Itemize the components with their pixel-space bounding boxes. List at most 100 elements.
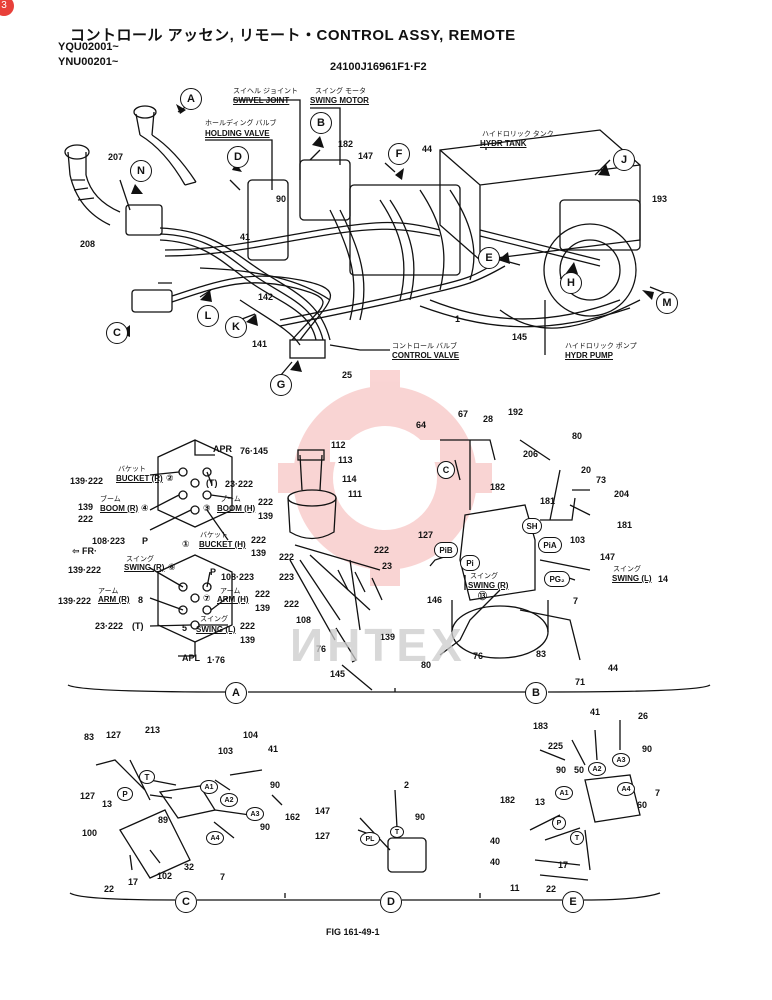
part-41: 41 <box>240 232 251 242</box>
arm-r-ref: 139·222 <box>58 596 92 606</box>
swing-motor <box>299 159 351 221</box>
view-marker-l[interactable]: L <box>197 305 219 327</box>
view-a-caption: A <box>225 682 247 704</box>
part-c-17: 17 <box>128 877 139 887</box>
port-e-a1: A1 <box>555 786 573 800</box>
view-marker-b[interactable]: B <box>310 112 332 134</box>
part-145: 145 <box>512 332 528 342</box>
part-b-64: 64 <box>416 420 427 430</box>
part-b-71: 71 <box>575 677 586 687</box>
page-title: コントロール アッセン, リモート・CONTROL ASSY, REMOTE <box>70 27 516 44</box>
boom-r-ref-1: 139 <box>78 502 94 512</box>
hydr-pump <box>543 223 637 317</box>
view-marker-n[interactable]: N <box>130 160 152 182</box>
view-marker-h[interactable]: H <box>560 272 582 294</box>
part-b-127: 127 <box>418 530 434 540</box>
port-pg2: PG₂ <box>544 571 570 587</box>
part-c-7: 7 <box>220 872 226 882</box>
p-port-upper: P <box>142 536 149 546</box>
port-e-p: P <box>552 816 566 830</box>
port-c-p: P <box>117 787 133 801</box>
bucket-h-jp: バケット <box>200 532 228 539</box>
port-c-a4: A4 <box>206 831 224 845</box>
boom-h-label: BOOM (H) <box>217 504 256 513</box>
part-c-213: 213 <box>145 725 161 735</box>
boom-r-ref-2: 222 <box>78 514 94 524</box>
part-e-225: 225 <box>548 741 564 751</box>
port-d-pl: PL <box>360 832 380 846</box>
part-182: 182 <box>338 139 354 149</box>
arm-h-jp: アーム <box>220 588 241 595</box>
port-e-a4: A4 <box>617 782 635 796</box>
part-b-146: 146 <box>427 595 443 605</box>
part-a-222-left: 222 <box>279 552 295 562</box>
arm-h-ref-1: 222 <box>255 589 271 599</box>
part-e-182: 182 <box>500 795 516 805</box>
port-d-t: T <box>390 826 404 838</box>
port-plate-lower <box>157 554 233 643</box>
port-c-a3: A3 <box>246 807 264 821</box>
port-pia: PiA <box>538 537 562 553</box>
view-marker-g[interactable]: G <box>270 374 292 396</box>
t-port-upper-ref: 23·222 <box>225 479 254 489</box>
part-b-206: 206 <box>523 449 539 459</box>
bucket-r-ref: 139·222 <box>70 476 104 486</box>
part-c-22: 22 <box>104 884 115 894</box>
part-number: 24100J16961F1·F2 <box>330 61 427 73</box>
part-147: 147 <box>358 151 374 161</box>
swing-l-b-label: SWING (L) <box>612 574 652 583</box>
hydr-pump-label: HYDR PUMP <box>565 351 614 360</box>
view-e-caption: E <box>562 891 584 913</box>
part-b-83: 83 <box>536 649 547 659</box>
watermark-text: ИНТЕХ <box>290 619 466 671</box>
valve-block-c <box>131 289 173 313</box>
view-b-caption: B <box>525 682 547 704</box>
front-direction: ⇦ FR· <box>72 546 98 556</box>
part-b-20: 20 <box>581 465 592 475</box>
view-marker-a[interactable]: A <box>180 88 202 110</box>
part-b-28: 28 <box>483 414 494 424</box>
port-c-t: T <box>139 770 155 784</box>
boom-r-label: BOOM (R) <box>100 504 139 513</box>
view-marker-k[interactable]: K <box>225 316 247 338</box>
view-marker-c[interactable]: C <box>106 322 128 344</box>
part-b-204: 204 <box>614 489 630 499</box>
arm-r-label: ARM (R) <box>98 595 130 604</box>
part-c-104: 104 <box>243 730 259 740</box>
part-b-181-left: 181 <box>540 496 556 506</box>
swivel-joint <box>247 179 289 261</box>
view-b-c-marker: C <box>437 461 455 479</box>
view-marker-f[interactable]: F <box>388 143 410 165</box>
bucket-r-label: BUCKET (R) <box>116 474 163 483</box>
t-port-upper: (T) <box>206 478 218 488</box>
port-sh: SH <box>522 518 542 534</box>
view-marker-j[interactable]: J <box>613 149 635 171</box>
serial-range-2: YNU00201~ <box>58 56 119 68</box>
part-a-222-right: 222 <box>374 545 390 555</box>
watermark-logo <box>278 370 492 586</box>
port-e-a2: A2 <box>588 762 606 776</box>
hydr-tank-label-jp: ハイドロリック タンク <box>482 131 554 138</box>
part-c-90-bottom: 90 <box>260 822 271 832</box>
part-e-26: 26 <box>638 711 649 721</box>
arm-r-jp: アーム <box>98 588 119 595</box>
view-marker-m[interactable]: M <box>656 292 678 314</box>
swing-l-label: SWING (L) <box>196 625 236 634</box>
front-direction-label: FR· <box>82 546 98 556</box>
part-a-145: 145 <box>330 669 346 679</box>
part-a-113: 113 <box>338 455 353 465</box>
part-b-7: 7 <box>573 596 579 606</box>
part-e-90-right: 90 <box>642 744 653 754</box>
part-d-2: 2 <box>404 780 410 790</box>
swing-motor-label: SWING MOTOR <box>310 96 369 105</box>
part-b-67: 67 <box>458 409 469 419</box>
view-c-caption: C <box>175 891 197 913</box>
swing-r-label: SWING (R) <box>124 563 165 572</box>
view-marker-d[interactable]: D <box>227 146 249 168</box>
part-e-183: 183 <box>533 721 549 731</box>
part-c-100: 100 <box>82 828 98 838</box>
part-c-103: 103 <box>218 746 234 756</box>
arm-h-port: ⑦ <box>203 593 211 603</box>
part-e-60: 60 <box>637 800 648 810</box>
view-marker-e[interactable]: E <box>478 247 500 269</box>
